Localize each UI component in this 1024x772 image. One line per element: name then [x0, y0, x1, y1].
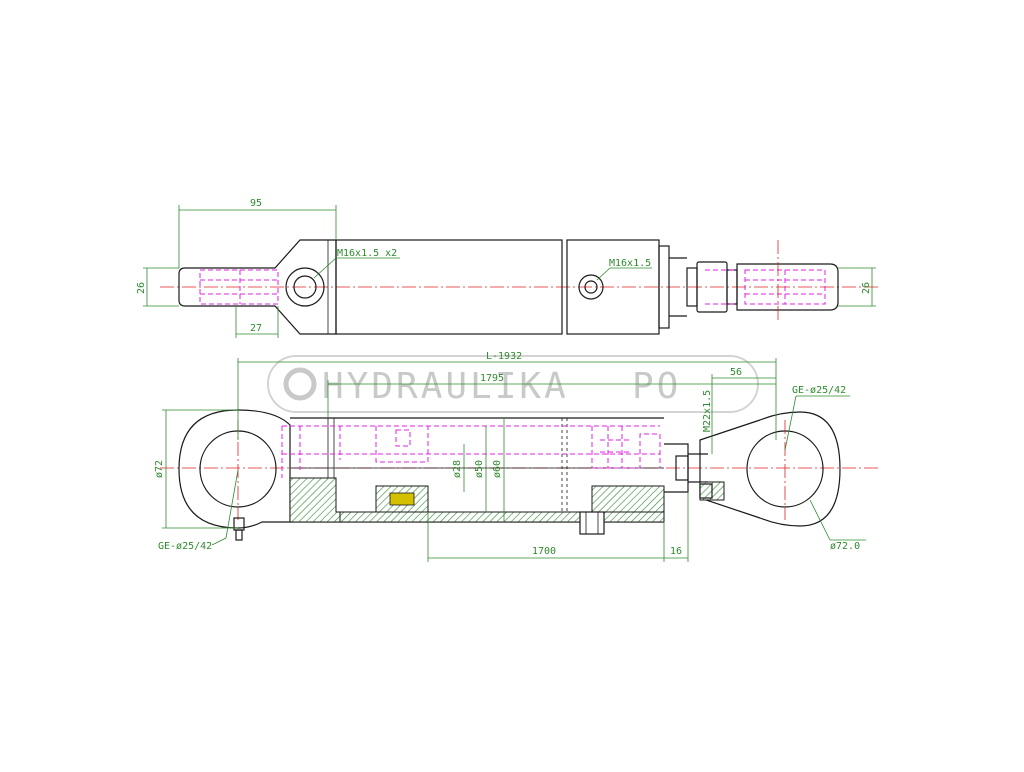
port-label-right: M16x1.5: [609, 258, 651, 269]
dim-1795: 1795: [480, 373, 504, 384]
dim-d28: ø28: [452, 460, 463, 478]
port-label-left: M16x1.5 x2: [337, 248, 397, 259]
dim-16: 16: [670, 546, 682, 557]
dim-26-right: 26: [861, 282, 872, 294]
watermark-text: HYDRAULIKA: [322, 366, 569, 407]
ge-label-left: GE-ø25/42: [158, 541, 212, 552]
ge-label-right: GE-ø25/42: [792, 385, 846, 396]
dim-27: 27: [250, 323, 262, 334]
dim-95: 95: [250, 198, 262, 209]
top-view: 95 26 26 27 M16x1.5 x2 M16x1.5: [136, 198, 880, 338]
watermark: HYDRAULIKA PO: [267, 355, 759, 413]
dim-56: 56: [730, 367, 742, 378]
dim-length: L-1932: [486, 351, 522, 362]
dim-m22: M22x1.5: [702, 390, 713, 432]
dim-1700: 1700: [532, 546, 556, 557]
dim-d50: ø50: [474, 460, 485, 478]
dim-d60: ø60: [492, 460, 503, 478]
dim-72-right: ø72.0: [830, 541, 860, 552]
dim-26-left: 26: [136, 282, 147, 294]
section-view: L-1932 1795 56 M22x1.5 GE-ø25/42 ø72 GE-…: [154, 351, 880, 562]
watermark-suffix: PO: [632, 366, 681, 407]
dim-72-left: ø72: [154, 460, 165, 478]
